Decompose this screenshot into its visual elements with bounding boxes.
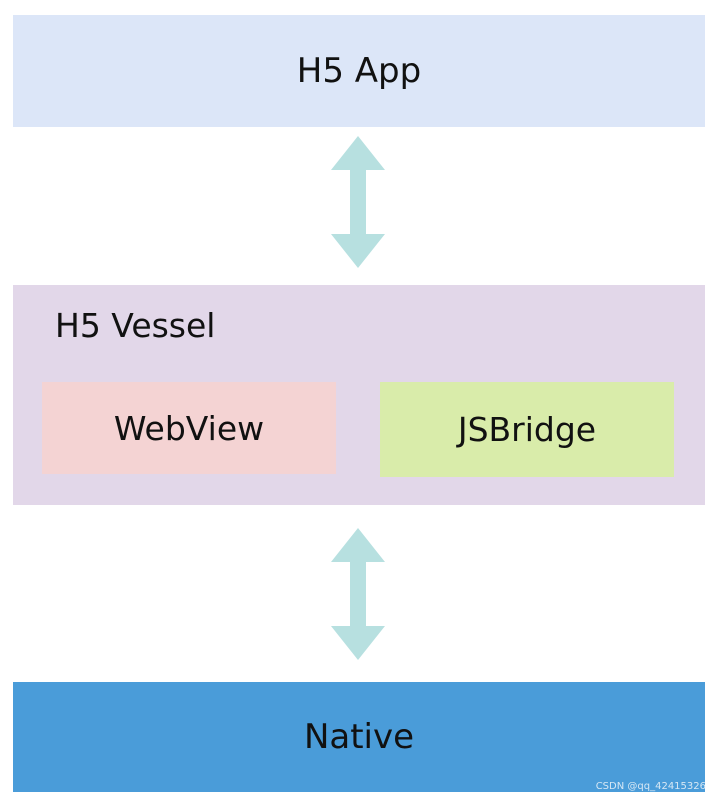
- double-arrow-icon: [331, 136, 385, 268]
- webview-box: WebView: [42, 382, 336, 474]
- jsbridge-label: JSBridge: [457, 410, 597, 449]
- h5-vessel-layer: H5 Vessel WebView JSBridge: [13, 285, 705, 505]
- h5-app-label: H5 App: [296, 51, 422, 91]
- h5-app-layer: H5 App: [13, 15, 705, 127]
- native-label: Native: [303, 717, 415, 757]
- watermark-text: CSDN @qq_42415326: [595, 781, 706, 792]
- webview-label: WebView: [113, 408, 265, 448]
- double-arrow-icon: [331, 528, 385, 660]
- jsbridge-box: JSBridge: [380, 382, 674, 477]
- h5-vessel-label: H5 Vessel: [55, 306, 216, 345]
- native-layer: Native: [13, 682, 705, 792]
